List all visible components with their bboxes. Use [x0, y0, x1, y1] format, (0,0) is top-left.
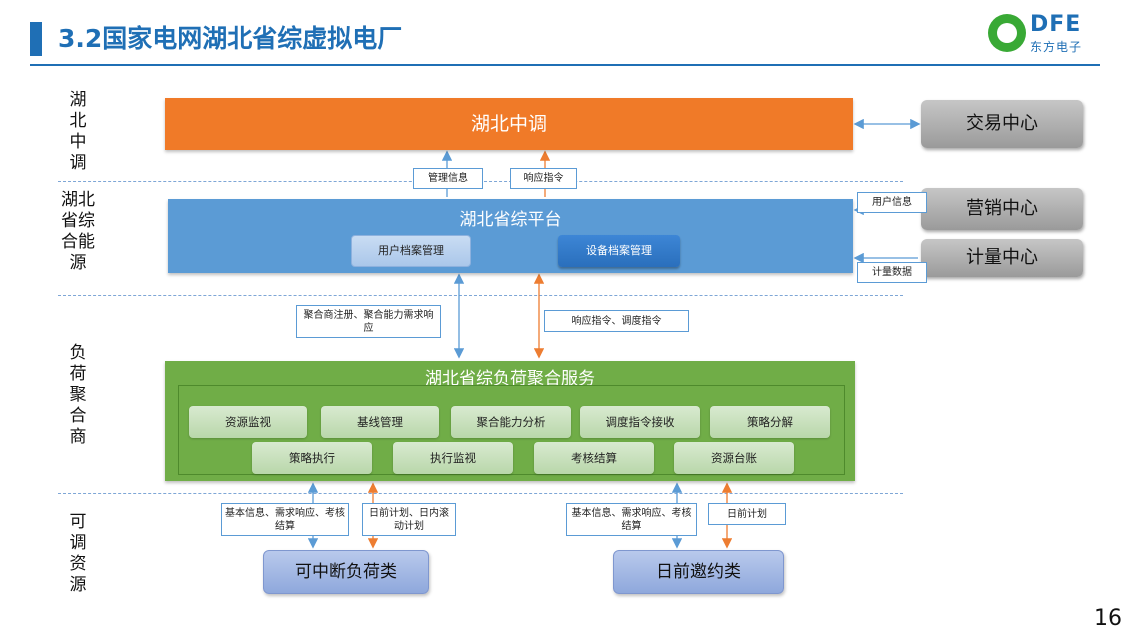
aggregation-services-panel: [178, 385, 845, 475]
title-underline: [30, 64, 1100, 66]
logo-circle-inner: [997, 23, 1017, 43]
user-archive-box: 用户档案管理: [351, 235, 471, 267]
service-box: 调度指令接收: [580, 406, 700, 438]
label-basic-info-right: 基本信息、需求响应、考核结算: [566, 503, 697, 536]
trading-center-box: 交易中心: [921, 100, 1083, 148]
service-box: 基线管理: [321, 406, 439, 438]
company-logo: DFE 东方电子: [988, 12, 1100, 58]
label-day-plan-right: 日前计划: [708, 503, 786, 525]
service-box: 策略执行: [252, 442, 372, 474]
service-box: 聚合能力分析: [451, 406, 571, 438]
logo-wordmark: DFE: [1030, 12, 1082, 37]
title-accent-bar: [30, 22, 42, 56]
platform-block: 湖北省综平台 用户档案管理 设备档案管理: [168, 199, 853, 273]
side-label-aggregator: 负 荷 聚 合 商: [69, 343, 87, 447]
label-user-info: 用户信息: [857, 192, 927, 213]
separator-line: [58, 295, 903, 296]
service-box: 资源监视: [189, 406, 307, 438]
page-number: 16: [1094, 606, 1122, 631]
logo-subtitle: 东方电子: [1030, 40, 1083, 54]
day-ahead-invitation-box: 日前邀约类: [613, 550, 784, 594]
label-response-dispatch: 响应指令、调度指令: [544, 310, 689, 332]
page-title: 3.2国家电网湖北省综虚拟电厂: [58, 24, 403, 53]
interruptible-load-box: 可中断负荷类: [263, 550, 429, 594]
label-agg-register: 聚合商注册、聚合能力需求响应: [296, 305, 441, 338]
separator-line: [58, 493, 903, 494]
label-mgmt-info: 管理信息: [413, 168, 483, 189]
service-box: 执行监视: [393, 442, 513, 474]
label-basic-info-left: 基本信息、需求响应、考核结算: [221, 503, 349, 536]
label-metering-data: 计量数据: [857, 262, 927, 283]
label-response-cmd: 响应指令: [510, 168, 577, 189]
service-box: 考核结算: [534, 442, 654, 474]
aggregation-block: 湖北省综负荷聚合服务 资源监视 基线管理 聚合能力分析 调度指令接收 策略分解 …: [165, 361, 855, 481]
platform-title: 湖北省综平台: [459, 210, 562, 230]
metering-center-box: 计量中心: [921, 239, 1083, 277]
marketing-center-box: 营销中心: [921, 188, 1083, 230]
label-day-plan-left: 日前计划、日内滚动计划: [362, 503, 456, 536]
side-label-resources: 可 调 资 源: [69, 512, 87, 595]
device-archive-box: 设备档案管理: [558, 235, 680, 267]
service-box: 策略分解: [710, 406, 830, 438]
central-dispatch-block: 湖北中调: [165, 98, 853, 150]
service-box: 资源台账: [674, 442, 794, 474]
side-label-central: 湖 北 中 调: [69, 90, 87, 173]
aggregation-title: 湖北省综负荷聚合服务: [425, 369, 595, 389]
side-label-platform: 湖北 省综 合能 源: [61, 190, 95, 273]
